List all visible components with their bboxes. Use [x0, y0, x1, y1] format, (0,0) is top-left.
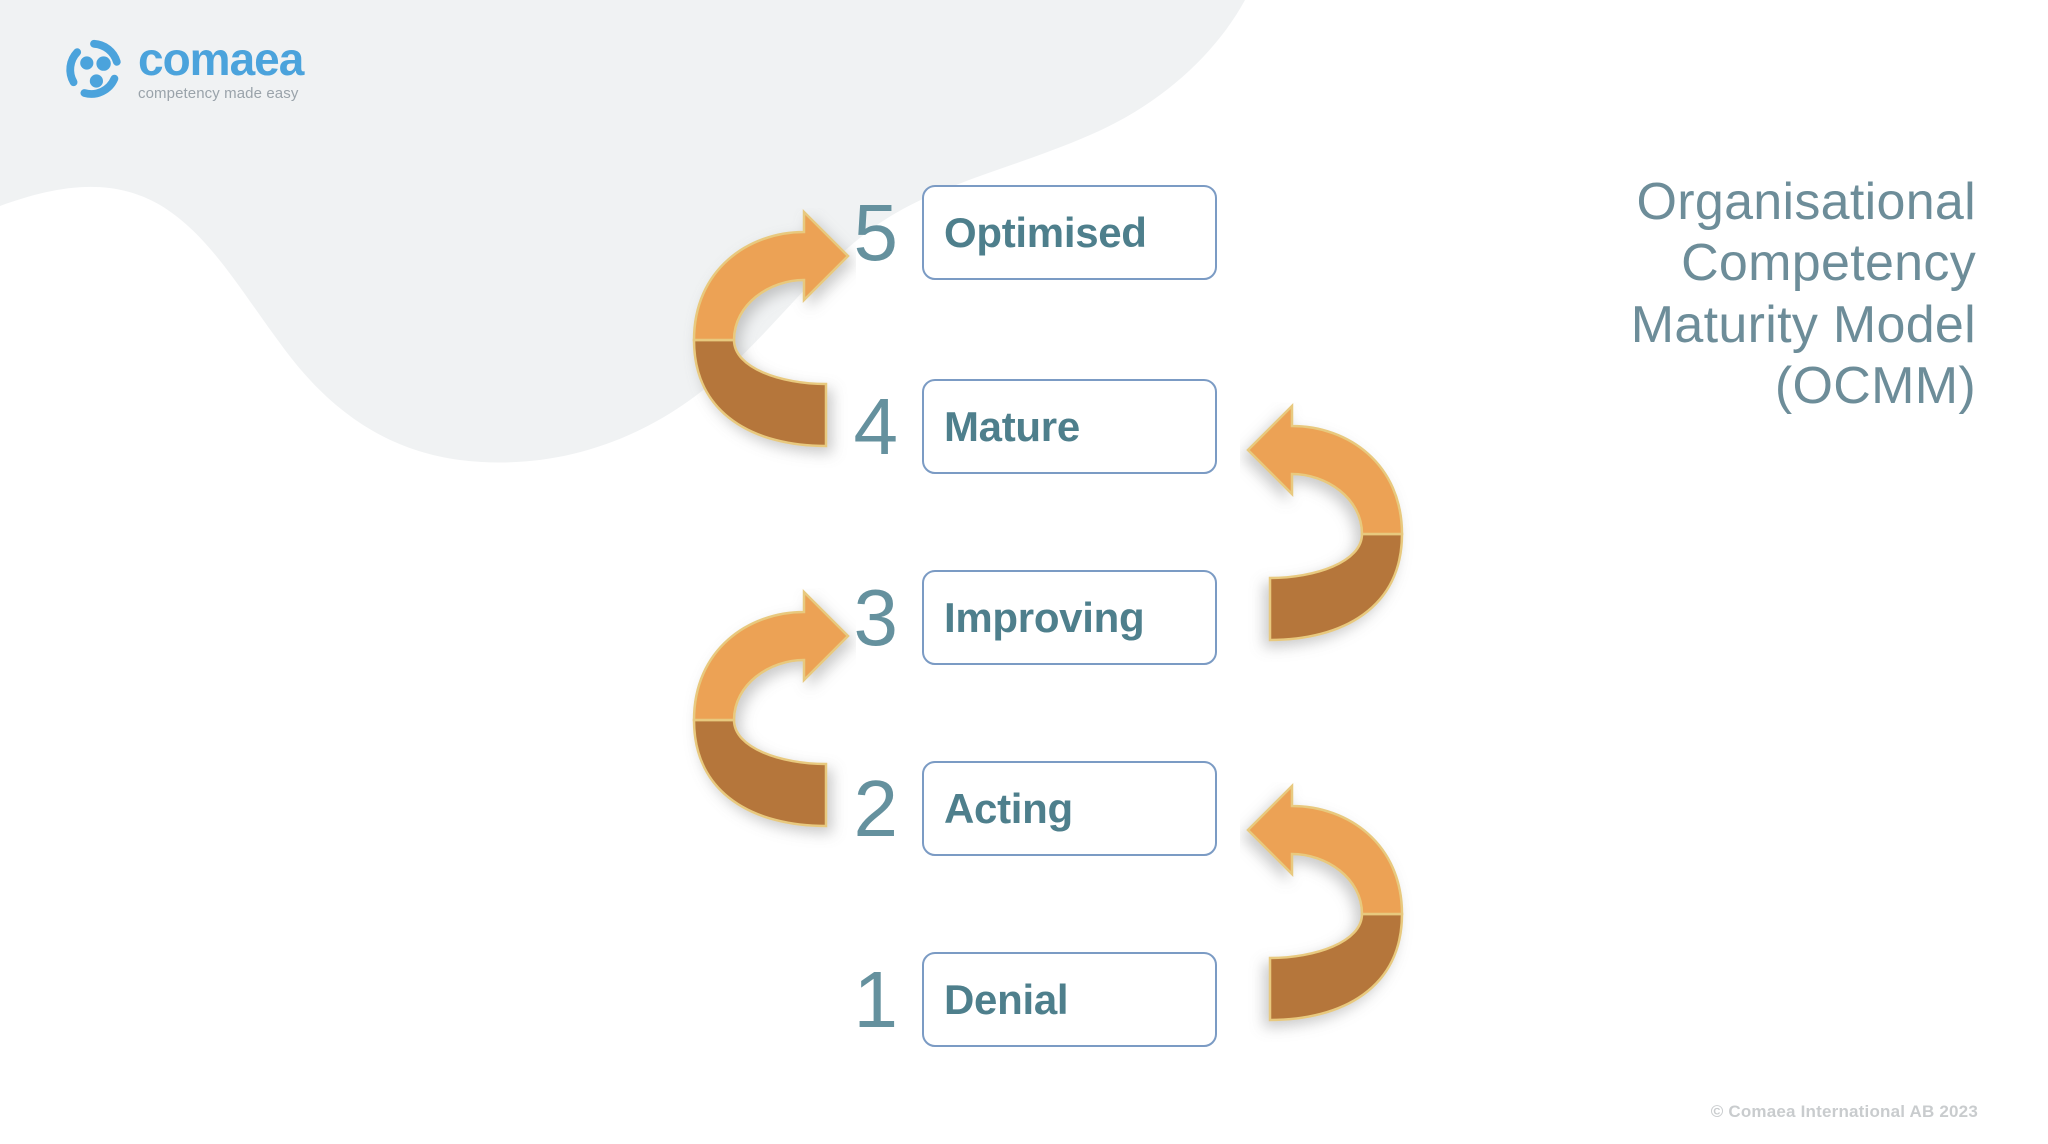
level-row-3[interactable]: 3 Improving [812, 570, 1217, 665]
level-label-optimised: Optimised [944, 208, 1147, 256]
level-row-1[interactable]: 1 Denial [812, 952, 1217, 1047]
level-label-mature: Mature [944, 402, 1080, 450]
level-label-denial: Denial [944, 975, 1069, 1023]
level-number-1: 1 [853, 954, 899, 1044]
brand-logo-text: comaea competency made easy [138, 33, 304, 102]
level-box-denial[interactable]: Denial [922, 952, 1217, 1047]
comaea-circle-dots-logo-icon [66, 39, 121, 98]
brand-logo[interactable]: comaea competency made easy [64, 33, 304, 102]
level-row-4[interactable]: 4 Mature [812, 379, 1217, 474]
level-number-4: 4 [853, 381, 899, 471]
level-box-mature[interactable]: Mature [922, 379, 1217, 474]
level-box-optimised[interactable]: Optimised [922, 185, 1217, 280]
page-title-line-1: Organisational [1636, 173, 1976, 231]
level-box-acting[interactable]: Acting [922, 761, 1217, 856]
page-title-line-3: Maturity Model [1630, 295, 1976, 354]
page-title-line-4: (OCMM) [1774, 357, 1976, 416]
copyright-footer: © Comaea International AB 2023 [1710, 1102, 1978, 1121]
level-row-5[interactable]: 5 Optimised [812, 185, 1217, 280]
level-number-2: 2 [853, 763, 899, 853]
page-title: Organisational Competency Maturity Model… [1496, 172, 1976, 417]
level-number-5: 5 [853, 187, 899, 277]
level-label-improving: Improving [944, 593, 1145, 641]
brand-tagline: competency made easy [138, 85, 299, 102]
level-box-improving[interactable]: Improving [922, 570, 1217, 665]
page-title-line-2: Competency [1681, 234, 1976, 293]
level-label-acting: Acting [944, 784, 1073, 832]
level-number-3: 3 [853, 572, 899, 662]
brand-wordmark: comaea [138, 33, 304, 85]
level-row-2[interactable]: 2 Acting [812, 761, 1217, 856]
